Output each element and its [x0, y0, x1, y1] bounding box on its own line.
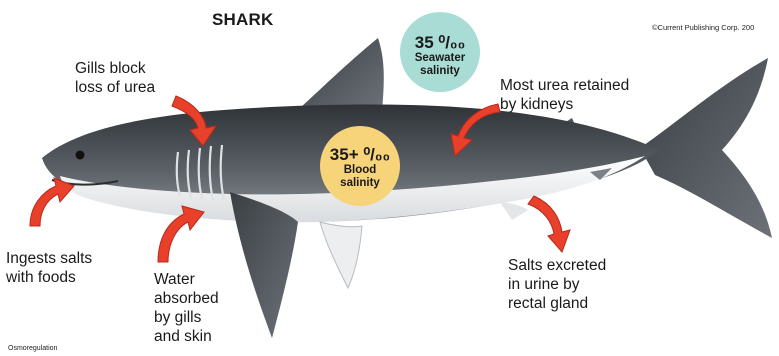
arrow-salts-excreted: [528, 196, 570, 252]
label-ingests-salts: Ingests salts with foods: [6, 249, 92, 287]
blood-salinity-label-2: salinity: [320, 177, 400, 190]
blood-salinity-text: 35+ ⁰/₀₀ Blood salinity: [320, 146, 400, 190]
blood-salinity-value: 35+ ⁰/₀₀: [320, 146, 400, 164]
label-urea-kidneys: Most urea retained by kidneys: [500, 76, 629, 114]
footer-caption: Osmoregulation: [8, 345, 57, 352]
label-salts-excreted: Salts excreted in urine by rectal gland: [508, 256, 606, 313]
seawater-salinity-text: 35 ⁰/₀₀ Seawater salinity: [400, 34, 480, 78]
seawater-salinity-label-1: Seawater: [400, 52, 480, 65]
caudal-fin: [640, 58, 772, 238]
eye: [76, 151, 85, 160]
seawater-salinity-value: 35 ⁰/₀₀: [400, 34, 480, 52]
dorsal-fin: [300, 38, 384, 112]
diagram-title: SHARK: [212, 10, 273, 30]
arrow-ingests: [30, 178, 74, 226]
pelvic-fin: [320, 222, 362, 288]
label-water-absorbed: Water absorbed by gills and skin: [154, 270, 219, 346]
label-gills-block: Gills block loss of urea: [75, 59, 155, 97]
blood-salinity-label-1: Blood: [320, 164, 400, 177]
seawater-salinity-label-2: salinity: [400, 65, 480, 78]
copyright-notice: ©Current Publishing Corp. 200: [652, 23, 754, 32]
anal-fin: [500, 202, 528, 220]
